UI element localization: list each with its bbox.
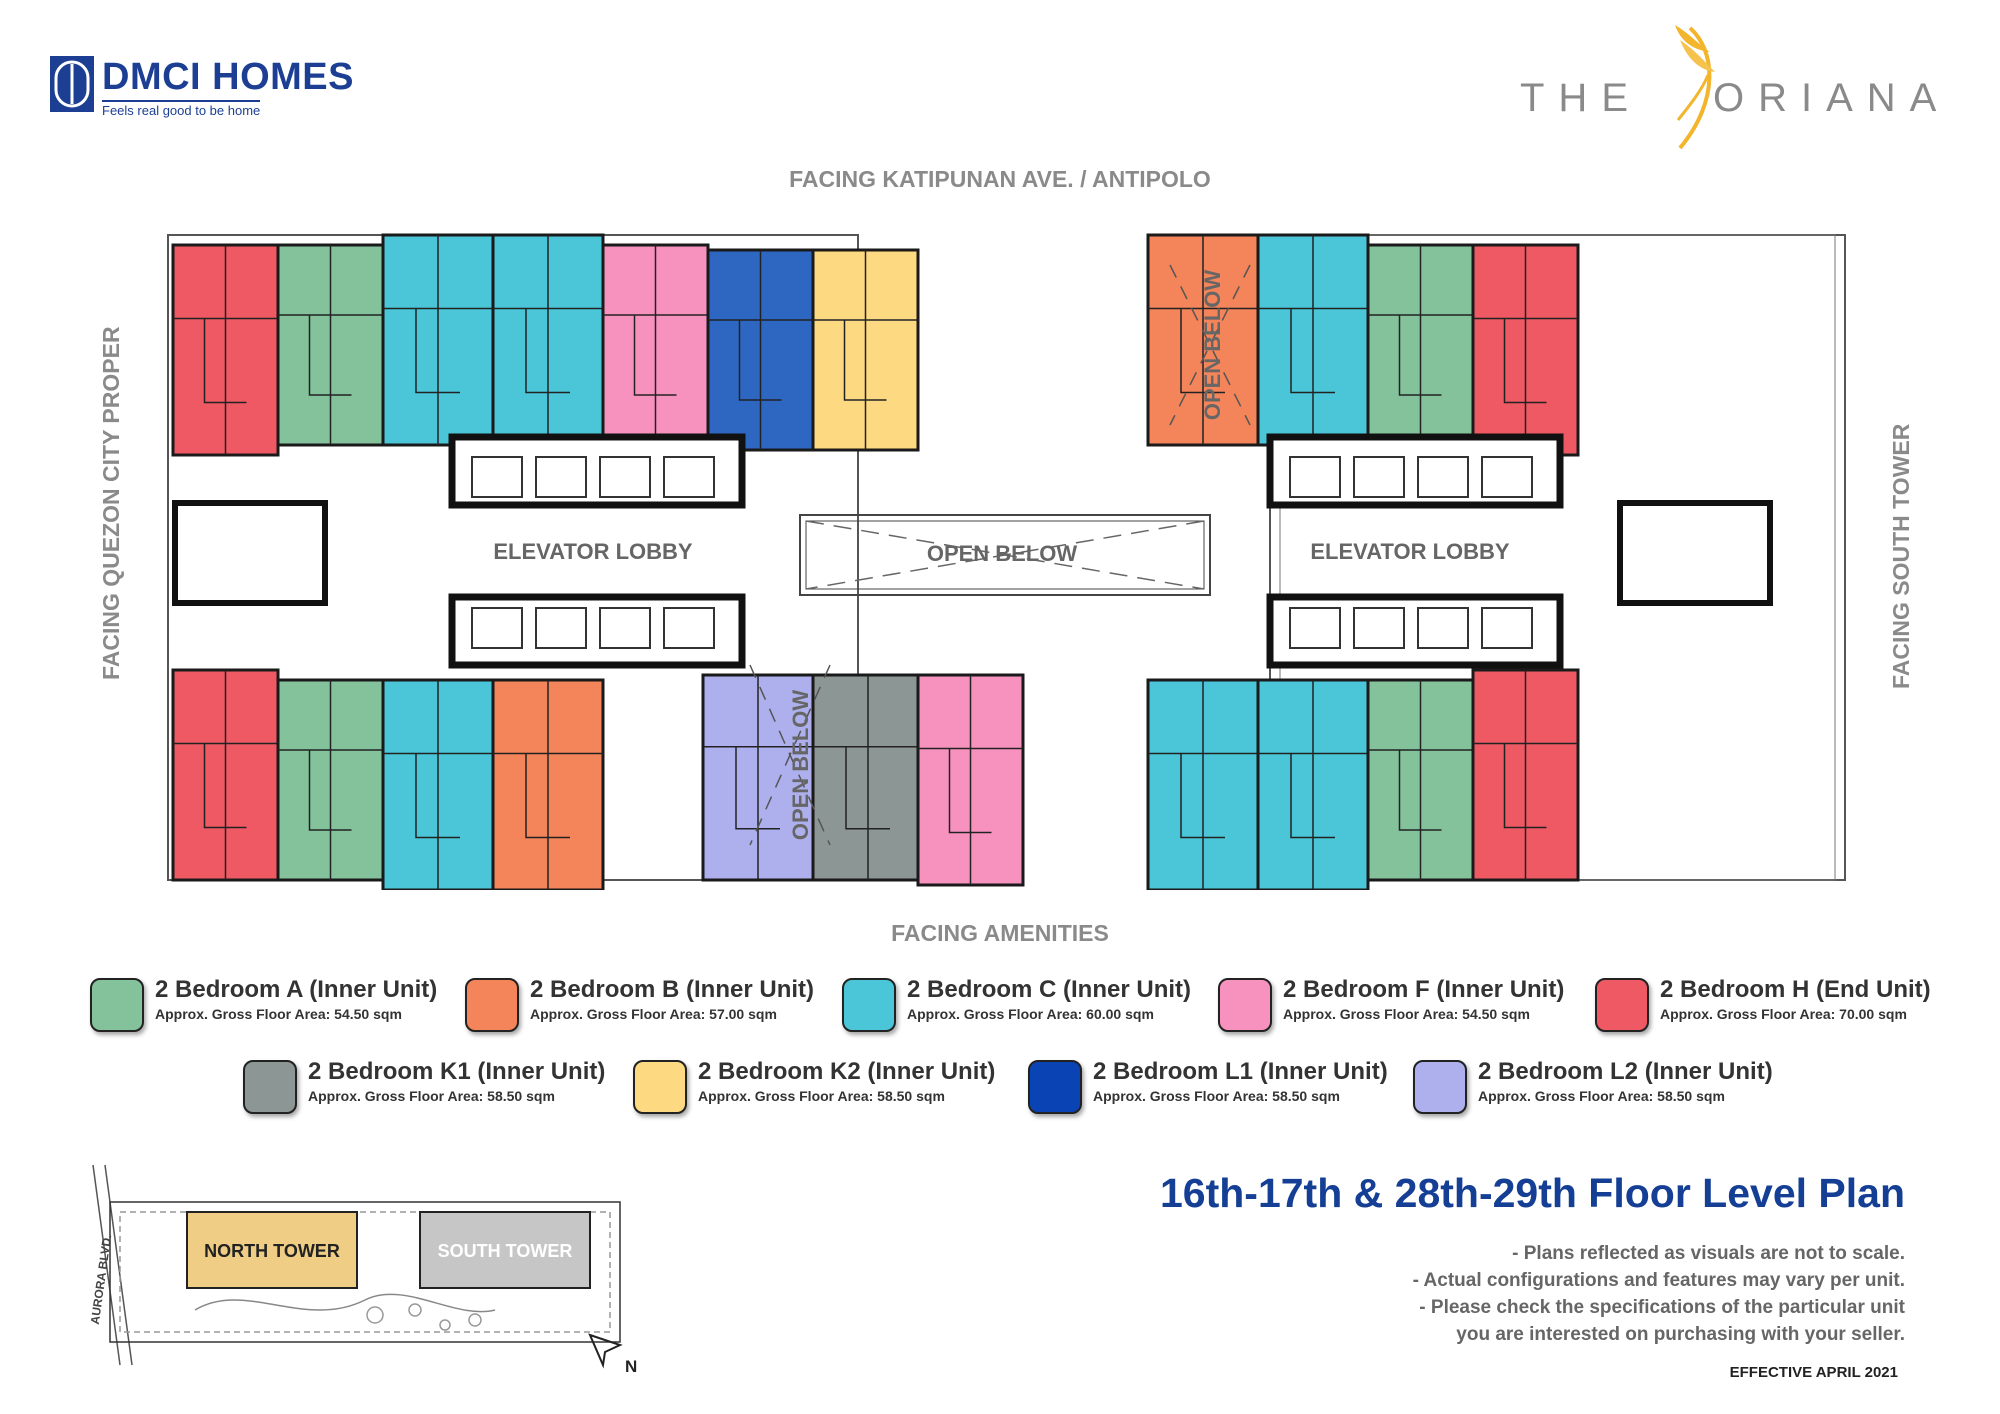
north-marker: N xyxy=(625,1357,637,1375)
legend-name: 2 Bedroom H (End Unit) xyxy=(1660,976,1931,1003)
legend-name: 2 Bedroom B (Inner Unit) xyxy=(530,976,815,1003)
legend-area: Approx. Gross Floor Area: 58.50 sqm xyxy=(698,1088,945,1104)
south-tower-block xyxy=(419,1211,591,1289)
legend-area: Approx. Gross Floor Area: 57.00 sqm xyxy=(530,1006,777,1022)
floor-plan: ELEVATOR LOBBY ELEVATOR LOBBY OPEN BELOW… xyxy=(167,233,1846,890)
legend-name: 2 Bedroom L1 (Inner Unit) xyxy=(1093,1058,1388,1085)
legend-area: Approx. Gross Floor Area: 54.50 sqm xyxy=(155,1006,402,1022)
dmci-logo-text: DMCI HOMES xyxy=(102,56,354,98)
unit-partition xyxy=(383,235,493,445)
legend-swatch xyxy=(1413,1060,1467,1114)
cores xyxy=(172,433,1773,669)
facing-label-right: FACING SOUTH TOWER xyxy=(1888,423,1914,689)
floor-plan-title: 16th-17th & 28th-29th Floor Level Plan xyxy=(1160,1170,1905,1216)
note-line: - Actual configurations and features may… xyxy=(1412,1270,1905,1291)
note-line: - Please check the specifications of the… xyxy=(1419,1297,1905,1318)
oriana-logo-the: THE xyxy=(1520,76,1642,120)
unit-partition xyxy=(813,675,923,880)
note-line: you are interested on purchasing with yo… xyxy=(1456,1324,1905,1345)
unit-partition xyxy=(278,245,383,445)
elevator-lobby-right-label: ELEVATOR LOBBY xyxy=(1310,539,1510,564)
unit-partition xyxy=(1258,680,1368,890)
unit-partition xyxy=(173,670,278,880)
oriana-logo-name: ORIANA xyxy=(1713,76,1951,120)
legend-area: Approx. Gross Floor Area: 58.50 sqm xyxy=(308,1088,555,1104)
unit-partition xyxy=(1368,245,1473,445)
legend-swatch xyxy=(90,978,144,1032)
unit-partition xyxy=(1148,235,1258,445)
unit-partition xyxy=(383,680,493,890)
open-below-diagonals xyxy=(749,264,1251,846)
site-location-plan: AURORA BLVD. NORTH TOWER SOUTH TOWER N xyxy=(88,1164,637,1375)
legend-swatch xyxy=(1028,1060,1082,1114)
open-below-center-label: OPEN BELOW xyxy=(927,541,1078,566)
facing-label-left: FACING QUEZON CITY PROPER xyxy=(98,326,124,680)
legend-swatch xyxy=(633,1060,687,1114)
open-below-bottom-label: OPEN BELOW xyxy=(788,690,813,841)
dmci-tagline: Feels real good to be home xyxy=(102,100,261,118)
legend-area: Approx. Gross Floor Area: 58.50 sqm xyxy=(1478,1088,1725,1104)
the-oriana-logo: THE ORIANA xyxy=(1520,20,1980,160)
legend-name: 2 Bedroom C (Inner Unit) xyxy=(907,976,1192,1003)
legend-area: Approx. Gross Floor Area: 60.00 sqm xyxy=(907,1006,1154,1022)
effective-date: EFFECTIVE APRIL 2021 xyxy=(1729,1364,1898,1381)
unit-partition xyxy=(1258,235,1368,445)
unit-partition xyxy=(603,245,708,445)
legend-area: Approx. Gross Floor Area: 54.50 sqm xyxy=(1283,1006,1530,1022)
stair-core-left xyxy=(172,500,328,606)
facing-label-bottom: FACING AMENITIES xyxy=(891,920,1109,946)
unit-partition xyxy=(278,680,383,880)
legend-swatch xyxy=(465,978,519,1032)
legend-name: 2 Bedroom K1 (Inner Unit) xyxy=(308,1058,606,1085)
dmci-logo-mark-icon xyxy=(50,56,94,112)
legend-name: 2 Bedroom A (Inner Unit) xyxy=(155,976,438,1003)
facing-label-top: FACING KATIPUNAN AVE. / ANTIPOLO xyxy=(789,166,1211,192)
north-tower-block xyxy=(186,1211,358,1289)
unit-partition xyxy=(703,675,813,880)
unit-partition xyxy=(708,250,813,450)
legend-swatch xyxy=(1218,978,1272,1032)
elevator-lobby-left-label: ELEVATOR LOBBY xyxy=(493,539,693,564)
unit-partition xyxy=(493,235,603,445)
north-tower-label: NORTH TOWER xyxy=(204,1241,340,1261)
north-arrow-icon xyxy=(588,1333,623,1369)
note-line: - Plans reflected as visuals are not to … xyxy=(1512,1243,1905,1264)
south-tower-label: SOUTH TOWER xyxy=(438,1241,573,1261)
unit-partition xyxy=(1473,245,1578,455)
legend-swatch xyxy=(243,1060,297,1114)
legend-area: Approx. Gross Floor Area: 70.00 sqm xyxy=(1660,1006,1907,1022)
legend-swatch xyxy=(842,978,896,1032)
unit-group xyxy=(171,233,1580,890)
legend-name: 2 Bedroom L2 (Inner Unit) xyxy=(1478,1058,1773,1085)
unit-partition xyxy=(813,250,918,450)
unit-partition xyxy=(918,675,1023,885)
oriana-leaf-icon xyxy=(1675,25,1715,150)
unit-partition xyxy=(173,245,278,455)
open-below-top-label: OPEN BELOW xyxy=(1200,270,1225,421)
open-below-void xyxy=(799,514,1211,596)
unit-partition xyxy=(493,680,603,890)
stair-core-right xyxy=(1617,500,1773,606)
unit-partition xyxy=(1473,670,1578,880)
disclaimer-notes: - Plans reflected as visuals are not to … xyxy=(1413,1240,1905,1348)
legend-swatch xyxy=(1595,978,1649,1032)
unit-partition xyxy=(1148,680,1258,890)
legend-name: 2 Bedroom F (Inner Unit) xyxy=(1283,976,1565,1003)
legend-name: 2 Bedroom K2 (Inner Unit) xyxy=(698,1058,996,1085)
dmci-homes-logo: DMCI HOMES Feels real good to be home xyxy=(50,56,354,118)
unit-partition xyxy=(1368,680,1473,880)
legend-area: Approx. Gross Floor Area: 58.50 sqm xyxy=(1093,1088,1340,1104)
